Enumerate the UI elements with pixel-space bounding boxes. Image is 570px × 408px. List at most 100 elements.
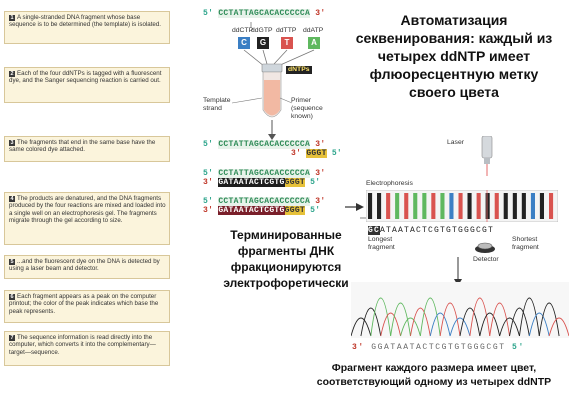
- five-prime: 5': [203, 197, 214, 206]
- three-prime: 3': [315, 197, 326, 206]
- detector-label: Detector: [473, 256, 499, 263]
- gel-band: [386, 193, 391, 219]
- three-prime: 3': [315, 9, 326, 18]
- ddttp-badge: T: [281, 37, 293, 49]
- chromatogram-peak: [390, 302, 411, 337]
- five-prime: 5': [310, 178, 321, 187]
- ddctp-label: ddCTP: [232, 27, 254, 34]
- step-text: The products are denatured, and the DNA …: [9, 195, 166, 225]
- ddttp-label: ddTTP: [276, 27, 297, 34]
- step-text: Each fragment appears as a peak on the c…: [9, 293, 159, 315]
- three-prime: 3': [352, 343, 365, 352]
- chromatogram-peak: [509, 307, 530, 337]
- gel-band: [549, 193, 554, 219]
- detector-icon: [475, 242, 495, 253]
- gel-band: [377, 193, 382, 219]
- chromatogram-peak: [400, 317, 421, 337]
- chromatogram-peak: [469, 297, 491, 337]
- step-text: The sequence information is read directl…: [9, 334, 156, 356]
- gel-band: [368, 193, 373, 219]
- ddctp-badge: C: [238, 37, 250, 49]
- gel-band: [512, 193, 517, 219]
- ddgtp-badge: G: [257, 37, 269, 49]
- gel-band: [494, 193, 499, 219]
- template-strand-label: Template strand: [203, 97, 231, 112]
- step-text: A single-stranded DNA fragment whose bas…: [9, 14, 162, 29]
- step-number: 2: [9, 71, 15, 77]
- template-bases: CCTATTAGCACACCCCCA: [218, 169, 311, 178]
- step-text: Each of the four ddNTPs is tagged with a…: [9, 70, 162, 85]
- chromatogram-peak: [370, 297, 392, 337]
- dntps-text: dNTPs: [288, 66, 310, 73]
- laser-icon: [481, 136, 493, 176]
- product-2-bottom: 3' GATAATACTCGTGGGGT 5': [203, 206, 320, 215]
- gel-band: [530, 193, 535, 219]
- gel-band: [440, 193, 445, 219]
- terminated-heading: Терминированные фрагменты ДНК фракционир…: [223, 228, 349, 290]
- gel-band: [458, 193, 463, 219]
- gel-band: [404, 193, 409, 219]
- automation-heading: Автоматизация секвенирования: каждый из …: [355, 12, 553, 100]
- template-bases: CCTATTAGCACACCCCCA: [218, 197, 311, 206]
- synthesized-bases: GATAATACTCGTG: [218, 178, 285, 187]
- primer-bases: GGGT: [284, 178, 306, 187]
- step-5: 5...and the fluorescent dye on the DNA i…: [4, 255, 170, 279]
- three-prime: 3': [315, 140, 326, 149]
- printout-sequence: 3' GGATAATACTCGTGTGGGCGT 5': [352, 343, 525, 352]
- primer-bases: GGGT: [306, 149, 327, 158]
- five-prime: 5': [203, 140, 214, 149]
- template-sequence: 5' CCTATTAGCACACCCCCA 3': [203, 9, 325, 18]
- chromatogram: [351, 282, 569, 338]
- chromatogram-peak: [548, 317, 569, 337]
- laser-label: Laser: [447, 139, 465, 146]
- chromatogram-peak: [479, 312, 501, 337]
- chromatogram-peak: [360, 307, 382, 337]
- gel-band: [539, 193, 544, 219]
- printout-bases: GGATAATACTCGTGTGGGCGT: [371, 343, 506, 352]
- gel-band: [431, 193, 436, 219]
- gel-band: [413, 193, 418, 219]
- chromatogram-peak: [528, 312, 550, 337]
- chromatogram-peak: [499, 317, 520, 337]
- primer-label: Primer (sequence known): [291, 97, 323, 120]
- chromatogram-peak: [410, 307, 431, 337]
- ddatp-label: ddATP: [303, 27, 324, 34]
- gel-read-sequence: GCATAATACTCGTGTGGGCGT: [368, 226, 494, 235]
- gel-band: [503, 193, 508, 219]
- product-2-top: 5' CCTATTAGCACACCCCCA 3': [203, 197, 325, 206]
- chromatogram-peak: [459, 307, 481, 337]
- chromatogram-peak: [519, 297, 540, 337]
- electrophoresis-label: Electrophoresis: [366, 180, 413, 187]
- step-number: 7: [9, 335, 15, 341]
- five-prime: 5': [203, 9, 214, 18]
- chromatogram-peak: [380, 312, 401, 337]
- gel-band: [476, 193, 481, 219]
- step-number: 6: [9, 294, 15, 300]
- gel-band: [449, 193, 454, 219]
- read-rest: ATAATACTCGTGTGGGCGT: [380, 226, 495, 235]
- chromatogram-peak: [439, 302, 461, 337]
- three-prime: 3': [315, 169, 326, 178]
- three-prime: 3': [203, 206, 214, 215]
- gel-band: [422, 193, 427, 219]
- product-1-bottom: 3' GATAATACTCGTGGGGT 5': [203, 178, 320, 187]
- gel-band: [467, 193, 472, 219]
- reaction-sequence-bottom: 3' GGGT 5': [291, 149, 342, 158]
- gel-band: [485, 193, 490, 219]
- step-number: 3: [9, 140, 15, 146]
- primer-bases: GGGT: [284, 206, 306, 215]
- step-number: 4: [9, 196, 15, 202]
- five-prime: 5': [310, 206, 321, 215]
- step-text: The fragments that end in the same base …: [9, 139, 156, 154]
- template-bases: CCTATTAGCACACCCCCA: [218, 140, 311, 149]
- gel-band: [521, 193, 526, 219]
- chromatogram-peak: [449, 317, 471, 337]
- dntps-label: dNTPs: [286, 66, 312, 74]
- step-text: ...and the fluorescent dye on the DNA is…: [9, 258, 160, 273]
- five-prime: 5': [203, 169, 214, 178]
